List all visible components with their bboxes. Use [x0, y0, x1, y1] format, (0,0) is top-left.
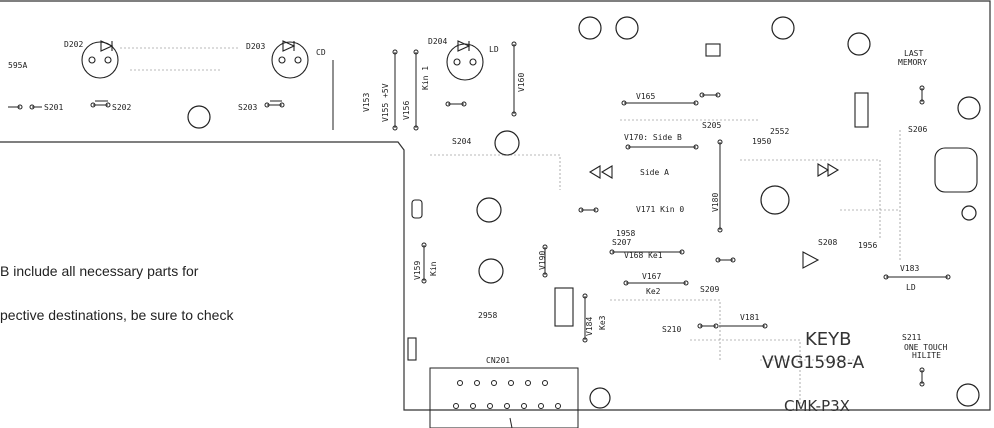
label-cd: CD	[316, 48, 326, 57]
label-v180: V180	[711, 193, 720, 212]
label-v167: V167	[642, 272, 661, 281]
label-v155: V155 +5V	[381, 83, 390, 122]
components	[407, 43, 978, 361]
label-v184-sub: Ke3	[598, 315, 607, 330]
label-v180-side: Side A	[640, 168, 669, 177]
switch-label-s201: S201	[44, 103, 63, 112]
connector-label-cn201: CN201	[486, 356, 510, 365]
board-title: KEYB	[805, 329, 852, 350]
board-identification: KEYB VWG1598-A CMK-P3X LAST MEMORY ONE T…	[762, 49, 952, 415]
switch-label-s206: S206	[908, 125, 927, 134]
leader-line	[509, 417, 513, 428]
mounting-holes	[187, 16, 981, 409]
label-ld: LD	[489, 45, 499, 54]
switch-label-s210: S210	[662, 325, 681, 334]
switch-label-s203: S203	[238, 103, 257, 112]
wire-labels: 595A CD LD V153 V155 +5V V156 Kin 1 V160…	[8, 45, 919, 336]
label-ic-d: 1956	[858, 241, 877, 250]
last-memory-label: LAST MEMORY	[898, 49, 928, 67]
label-v184: V184	[585, 317, 594, 336]
switch-labels: S201 S202 S203 S204 S205 S206 S207 S208 …	[44, 103, 927, 342]
switch-label-s208: S208	[818, 238, 837, 247]
label-v171: V171 Kin 0	[636, 205, 684, 214]
last-memory-line-2: MEMORY	[898, 58, 927, 67]
label-v160: V160	[517, 73, 526, 92]
label-ic-c: 1958	[616, 229, 635, 238]
board-model: CMK-P3X	[784, 397, 850, 415]
connector-cn201	[429, 367, 579, 428]
label-v167-sub: Ke2	[646, 287, 661, 296]
switch-symbols	[8, 85, 925, 387]
label-v165: V165	[636, 92, 655, 101]
label-ic-a: 1950	[752, 137, 771, 146]
switch-label-s207: S207	[612, 238, 631, 247]
note-line-2: pective destinations, be sure to check	[0, 307, 234, 323]
label-ic-b: 2552	[770, 127, 789, 136]
label-v190: V190	[538, 251, 547, 270]
silkscreen-traces	[120, 47, 901, 410]
one-touch-line-2: HILITE	[912, 351, 941, 360]
led-label-d204: D204	[428, 37, 447, 46]
label-v170: V170: Side B	[624, 133, 682, 142]
label-v156-kin: Kin 1	[421, 66, 430, 90]
one-touch-label: ONE TOUCH HILITE	[904, 343, 952, 360]
board-part-number: VWG1598-A	[762, 353, 865, 373]
label-v168: V168 Ke1	[624, 251, 663, 260]
label-v156: V156	[402, 101, 411, 120]
switch-label-s211: S211	[902, 333, 921, 342]
led-label-d202: D202	[64, 40, 83, 49]
board-outline	[0, 0, 991, 411]
one-touch-line-1: ONE TOUCH	[904, 343, 948, 352]
label-595a: 595A	[8, 61, 27, 70]
label-r298: 2958	[478, 311, 497, 320]
note-line-1: B include all necessary parts for	[0, 263, 199, 279]
switch-label-s209: S209	[700, 285, 719, 294]
label-v183: V183	[900, 264, 919, 273]
led-label-d203: D203	[246, 42, 265, 51]
label-v183-sub: LD	[906, 283, 916, 292]
jumper-wires	[332, 41, 951, 343]
last-memory-line-1: LAST	[904, 49, 923, 58]
label-v181: V181	[740, 313, 759, 322]
label-v159-sub: Kin	[429, 261, 438, 276]
switch-label-s202: S202	[112, 103, 131, 112]
diode-symbols	[100, 40, 840, 269]
label-v159: V159	[413, 261, 422, 280]
label-v153: V153	[362, 93, 371, 112]
led-labels: D202 D203 D204 CN201	[64, 37, 510, 365]
switch-label-s205: S205	[702, 121, 721, 130]
switch-label-s204: S204	[452, 137, 471, 146]
